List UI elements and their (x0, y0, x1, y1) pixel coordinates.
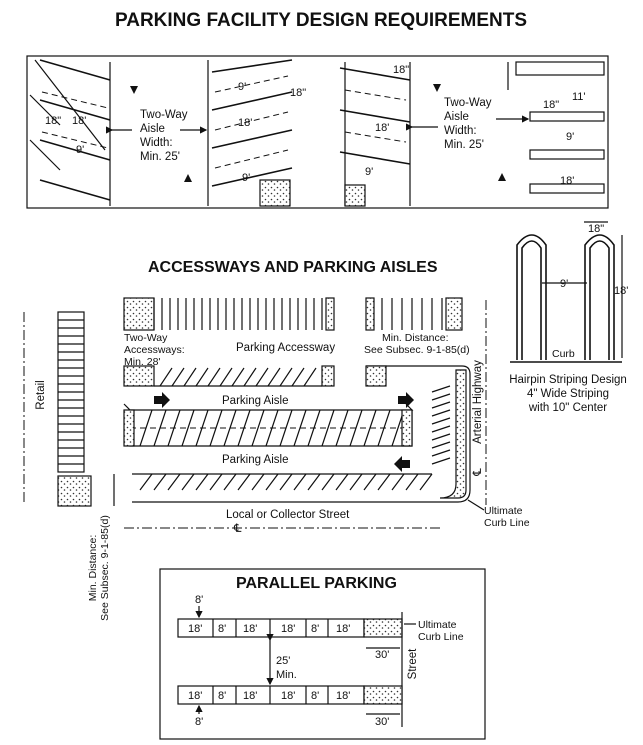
left-angled-stalls: 18" 18' 9' (29, 59, 111, 206)
up-arrow-icon-2 (498, 173, 506, 181)
centerline-symbol-bottom: ℄ (233, 523, 242, 535)
aisle-label-2-line2: Aisle (444, 111, 469, 123)
aisle-label-1-line4: Min. 25' (140, 151, 180, 163)
min-distance-top-line2: See Subsec. 9-1-85(d) (364, 344, 470, 356)
aisle-label-2-line1: Two-Way (444, 97, 492, 109)
top-seg-1: 18' (188, 623, 202, 635)
top-seg-3: 18' (243, 623, 257, 635)
hairpin-caption-line1: Hairpin Striping Design (509, 374, 627, 386)
parking-aisle-label-2: Parking Aisle (222, 454, 288, 466)
curb-len-bottom: 30' (375, 716, 389, 728)
min-distance-top-line1: Min. Distance: (382, 332, 449, 344)
parking-accessway-label: Parking Accessway (236, 342, 335, 354)
hairpin-caption-line3: with 10" Center (528, 402, 607, 414)
down-arrow-icon (130, 86, 138, 94)
parking-aisle-label-1: Parking Aisle (222, 395, 288, 407)
arterial-highway-label: Arterial Highway (472, 360, 484, 444)
aisle-25ft: 25' (276, 655, 290, 667)
hairpin-dim-18ft: 18' (614, 285, 628, 297)
aisle-label-1-line1: Two-Way (140, 109, 188, 121)
bottom-seg-2: 8' (218, 690, 226, 702)
bottom-seg-4: 18' (281, 690, 295, 702)
parallel-ultimate-curb-line1: Ultimate (418, 619, 457, 631)
up-arrow-icon (184, 174, 192, 182)
two-way-acc-line3: Min. 28' (124, 356, 160, 368)
right-arrow-icon-2 (398, 392, 414, 408)
center-dim-18in: 18" (290, 87, 306, 99)
ultimate-curb-line2: Curb Line (484, 517, 530, 529)
aisle-label-1-line2: Aisle (140, 123, 165, 135)
accessways-title: ACCESSWAYS AND PARKING AISLES (148, 259, 438, 276)
left-dim-18ft: 18' (72, 115, 86, 127)
perp-dim-18in: 18" (543, 99, 559, 111)
min-distance-left-line1: Min. Distance: (87, 535, 99, 602)
aisle-label-2-line4: Min. 25' (444, 139, 484, 151)
right-dim-9ft: 9' (365, 166, 373, 178)
bottom-seg-5: 8' (311, 690, 319, 702)
hairpin-curb-label: Curb (552, 348, 575, 360)
top-seg-2: 8' (218, 623, 226, 635)
local-street-label: Local or Collector Street (226, 509, 350, 521)
perp-dim-11ft: 11' (572, 91, 586, 103)
hairpin-dim-9ft: 9' (560, 278, 568, 290)
parallel-ultimate-curb-line2: Curb Line (418, 631, 464, 643)
bottom-width-label: 8' (195, 716, 203, 728)
right-angled-stalls: 18" 18' 9' (339, 62, 411, 207)
aisle-label-1-line3: Width: (140, 137, 173, 149)
page-title: PARKING FACILITY DESIGN REQUIREMENTS (115, 10, 527, 31)
bottom-seg-1: 18' (188, 690, 202, 702)
hairpin-diagram: 18" 9' 18' Curb Hairpin Striping Design … (509, 221, 628, 414)
min-distance-left-line2: See Subsec. 9-1-85(d) (99, 515, 111, 621)
bottom-seg-3: 18' (243, 690, 257, 702)
curb-len-top: 30' (375, 649, 389, 661)
parallel-parking-title: PARALLEL PARKING (236, 575, 397, 592)
accessways-diagram: Retail Two-Way Accessways: Min. 28' Park… (23, 297, 530, 621)
center-dim-9ft-top: 9' (238, 81, 246, 93)
top-seg-4: 18' (281, 623, 295, 635)
right-dim-18ft: 18' (375, 122, 389, 134)
right-dim-18in: 18" (393, 64, 409, 76)
center-dim-9ft-bottom: 9' (242, 172, 250, 184)
perp-dim-9ft: 9' (566, 131, 574, 143)
left-dim-18in: 18" (45, 115, 61, 127)
left-dim-9ft: 9' (76, 144, 84, 156)
centerline-symbol-right: ℄ (472, 468, 484, 477)
aisle-min: Min. (276, 669, 297, 681)
left-arrow-icon (394, 456, 410, 472)
retail-building: Retail (35, 311, 92, 507)
street-label: Street (407, 648, 419, 679)
center-angled-stalls: 9' 18" 18' 9' (207, 59, 306, 207)
center-dim-18ft: 18' (238, 117, 252, 129)
two-way-acc-line1: Two-Way (124, 332, 168, 344)
right-arrow-icon (154, 392, 170, 408)
perpendicular-stalls: 11' 18" 9' 18' (507, 61, 605, 194)
two-way-acc-line2: Accessways: (124, 344, 185, 356)
top-seg-6: 18' (336, 623, 350, 635)
hairpin-dim-18in: 18" (588, 223, 604, 235)
hairpin-caption-line2: 4" Wide Striping (527, 388, 609, 400)
down-arrow-icon-2 (433, 84, 441, 92)
top-seg-5: 8' (311, 623, 319, 635)
angled-parking-panel: 18" 18' 9' Two-Way Aisle Width: Min. 25'… (26, 55, 609, 209)
aisle-label-2-line3: Width: (444, 125, 477, 137)
bottom-seg-6: 18' (336, 690, 350, 702)
ultimate-curb-line1: Ultimate (484, 505, 523, 517)
retail-label: Retail (35, 380, 47, 409)
parallel-parking-panel: PARALLEL PARKING 18' 8' 18' 18' 8' 18' 8… (159, 568, 486, 740)
top-width-label: 8' (195, 594, 203, 606)
perp-dim-18ft: 18' (560, 175, 574, 187)
